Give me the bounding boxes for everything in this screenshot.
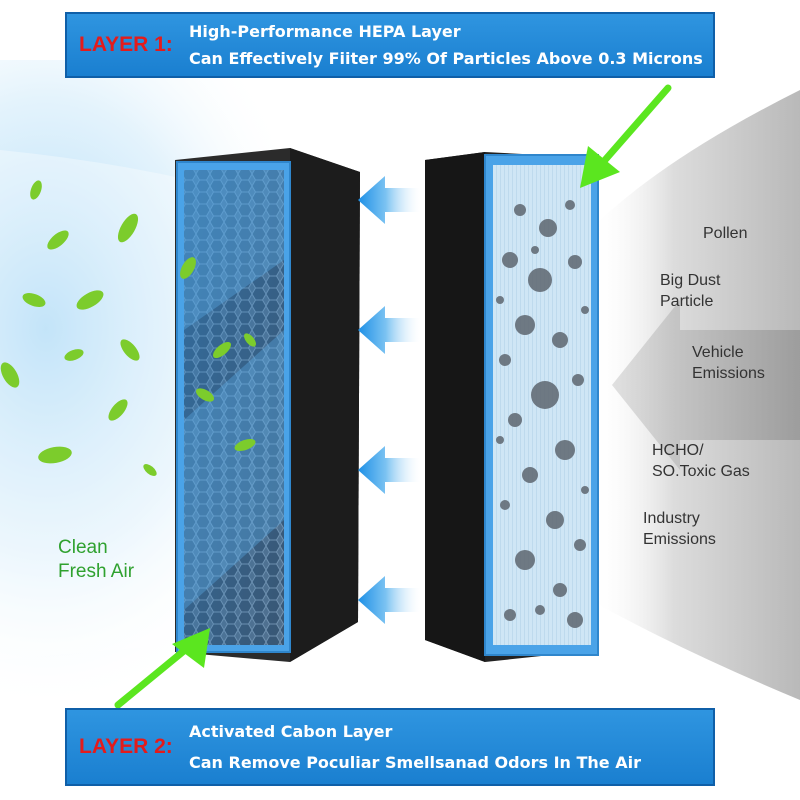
green-pointer-arrows: [114, 84, 672, 709]
layer1-tag: LAYER 1:: [79, 33, 173, 56]
clean-air-line2: Fresh Air: [58, 561, 135, 582]
hcho-line2: SO.Toxic Gas: [652, 463, 750, 480]
industry-emissions-label: Industry Emissions: [643, 508, 716, 550]
airflow-arrows: [358, 176, 420, 624]
polluted-air-arrow: [612, 300, 800, 470]
leaves: [0, 180, 256, 476]
layer1-title: High-Performance HEPA Layer: [189, 22, 461, 41]
big-dust-line2: Particle: [660, 293, 714, 310]
hcho-line1: HCHO/: [652, 442, 704, 459]
layer1-description: Can Effectively Fiiter 99% Of Particles …: [189, 49, 703, 68]
layer1-banner: LAYER 1: High-Performance HEPA Layer Can…: [65, 12, 715, 78]
layer2-text: Activated Cabon Layer Can Remove Poculia…: [189, 716, 641, 778]
clean-air-line1: Clean: [58, 537, 108, 558]
layer2-tag: LAYER 2:: [79, 735, 173, 758]
vehicle-line2: Emissions: [692, 365, 765, 382]
pollen-text: Pollen: [703, 225, 748, 242]
layer2-description: Can Remove Poculiar Smellsanad Odors In …: [189, 753, 641, 772]
clean-air-label: Clean Fresh Air: [58, 536, 134, 584]
toxic-gas-label: HCHO/ SO.Toxic Gas: [652, 440, 750, 482]
industry-line2: Emissions: [643, 531, 716, 548]
industry-line1: Industry: [643, 510, 700, 527]
vehicle-line1: Vehicle: [692, 344, 744, 361]
layer2-banner: LAYER 2: Activated Cabon Layer Can Remov…: [65, 708, 715, 786]
big-dust-label: Big Dust Particle: [660, 270, 720, 312]
layer2-title: Activated Cabon Layer: [189, 722, 393, 741]
pollen-label: Pollen: [703, 223, 747, 244]
big-dust-line1: Big Dust: [660, 272, 721, 289]
hepa-filter: [425, 152, 599, 662]
layer1-text: High-Performance HEPA Layer Can Effectiv…: [189, 18, 703, 72]
vehicle-emissions-label: Vehicle Emissions: [692, 342, 765, 384]
carbon-filter: [175, 148, 360, 662]
